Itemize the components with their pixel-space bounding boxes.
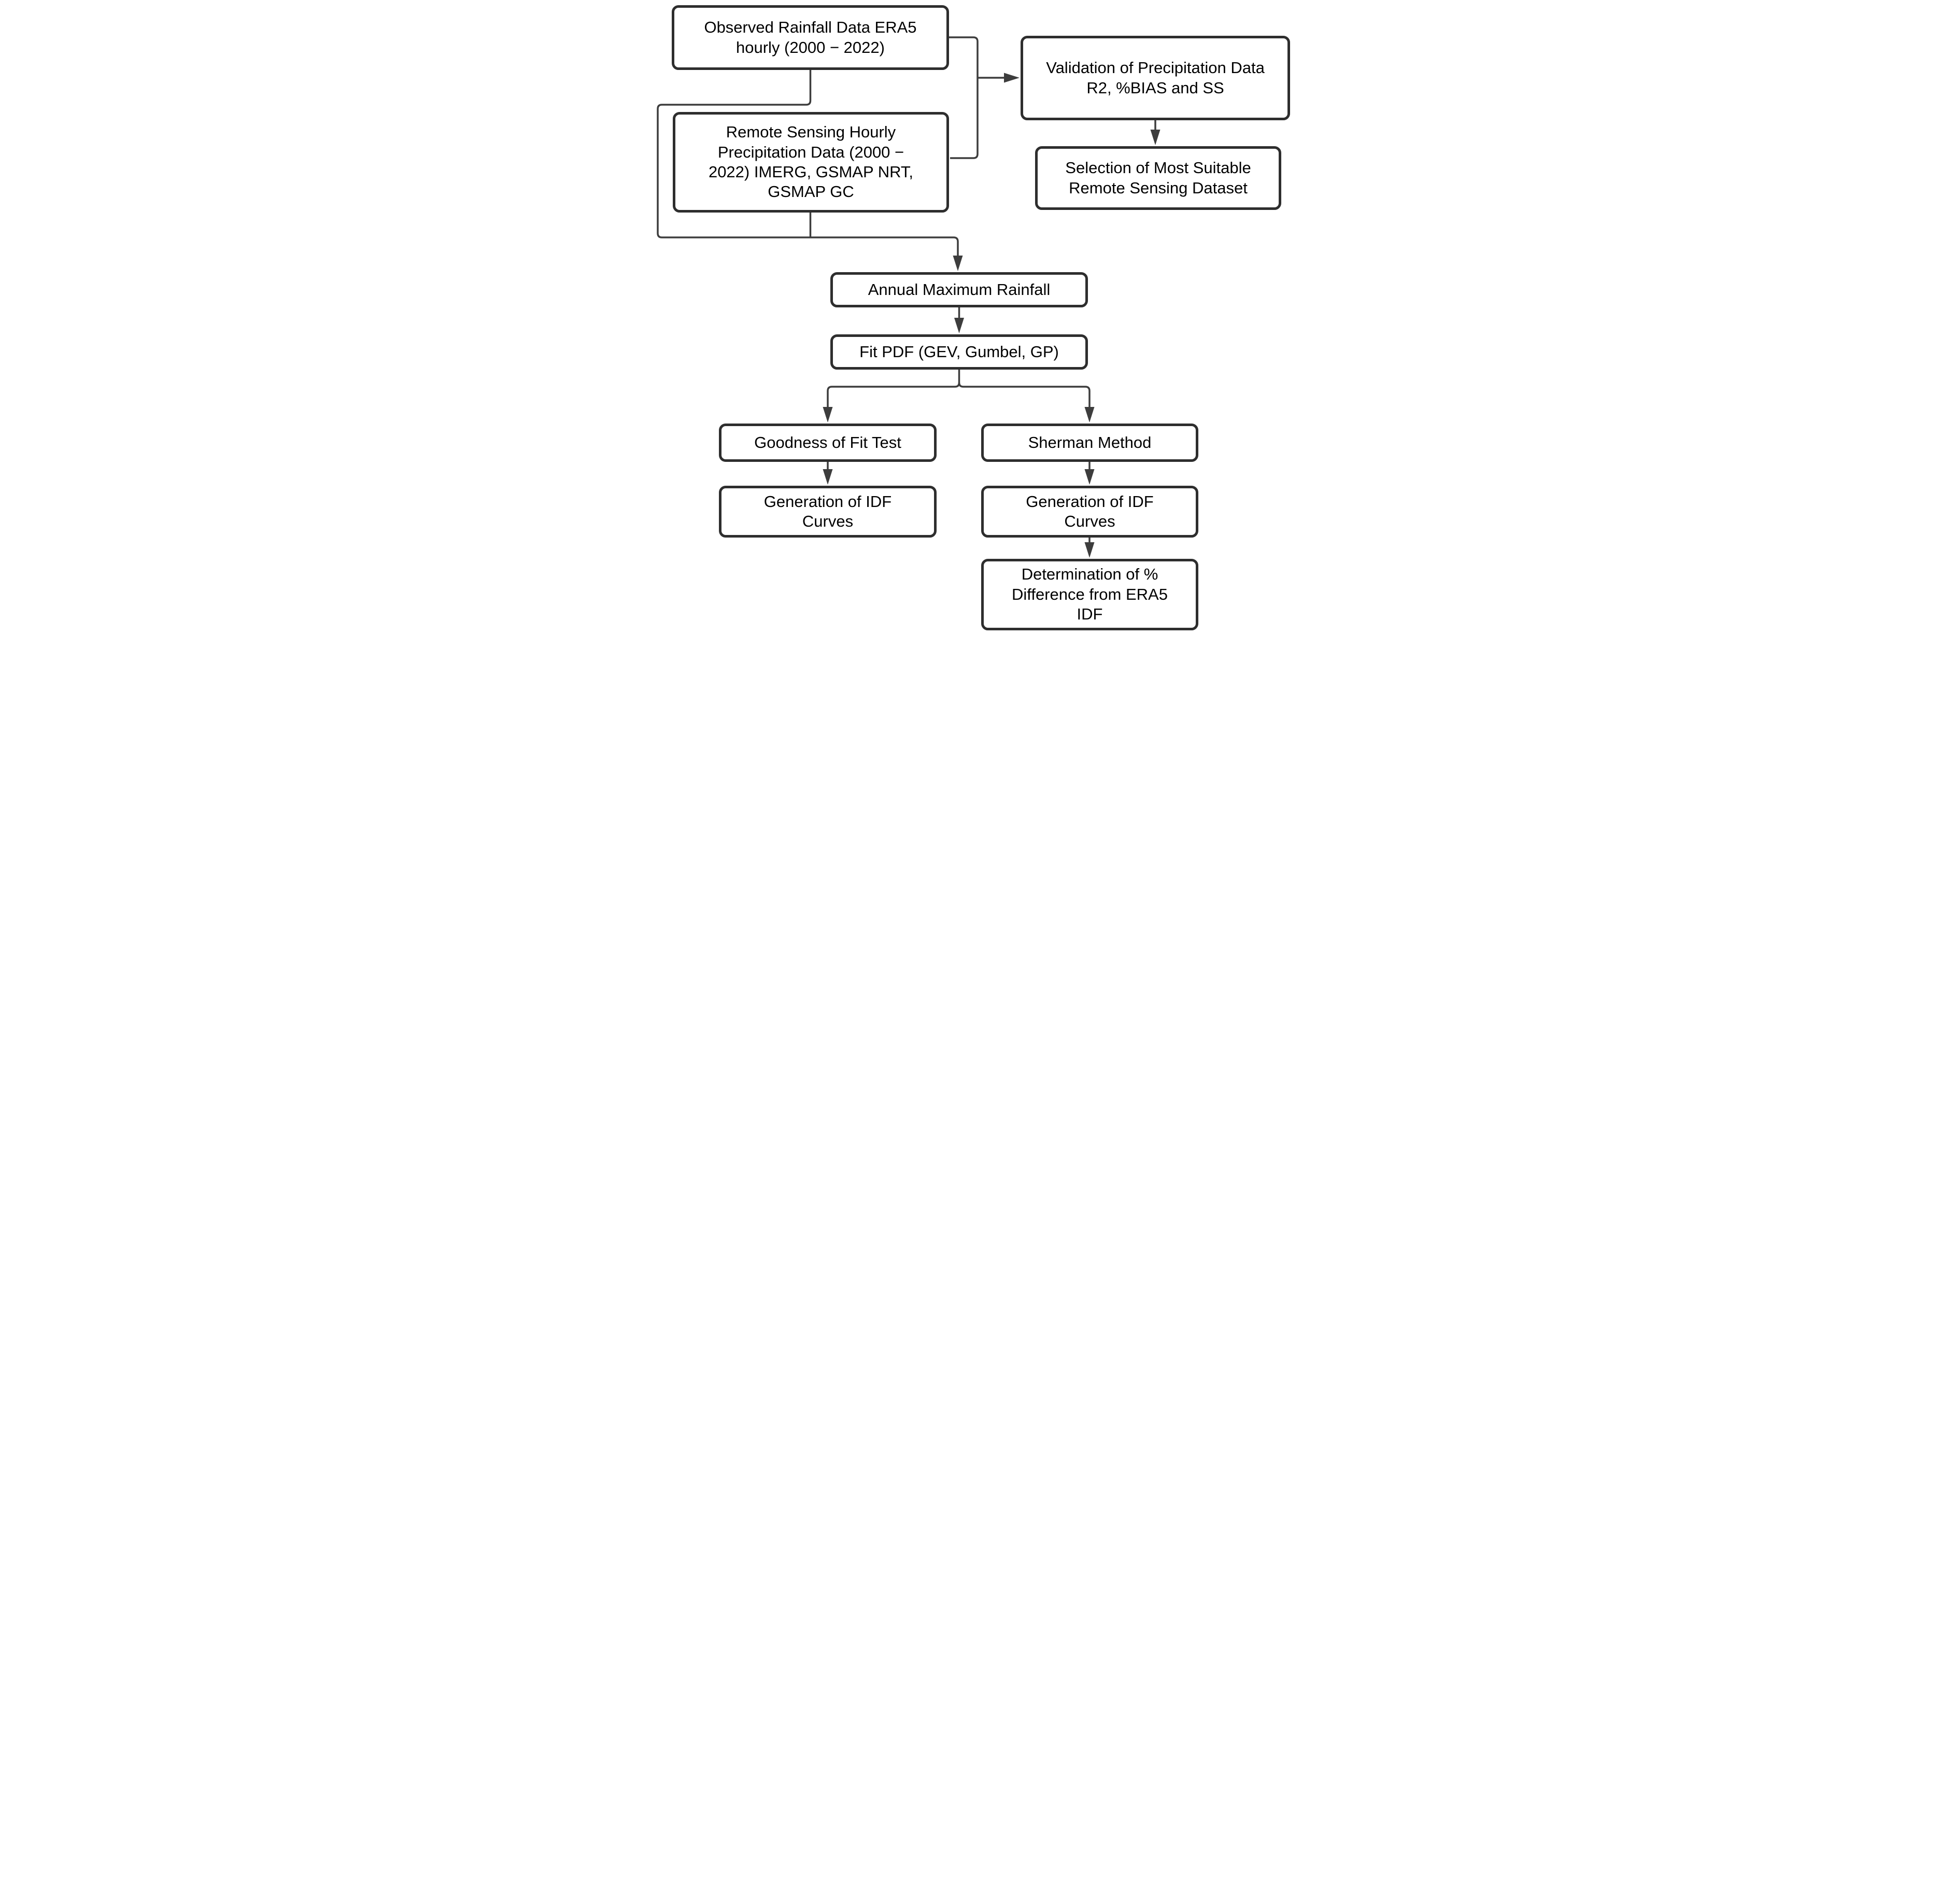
node-remote-sensing-data-label: Remote Sensing Hourly Precipitation Data… <box>708 123 914 201</box>
flowchart: Observed Rainfall Data ERA5 hourly (2000… <box>651 0 1302 634</box>
node-remote-sensing-data: Remote Sensing Hourly Precipitation Data… <box>673 112 949 213</box>
node-sherman-method: Sherman Method <box>981 424 1198 462</box>
node-annual-maximum-rainfall-label: Annual Maximum Rainfall <box>868 280 1051 299</box>
node-determination-percent-difference-label: Determination of % Difference from ERA5 … <box>1012 565 1168 624</box>
edge-observed-remote-trunk <box>949 36 979 159</box>
node-validation-precipitation: Validation of Precipitation Data R2, %BI… <box>1021 36 1290 120</box>
node-annual-maximum-rainfall: Annual Maximum Rainfall <box>830 272 1088 307</box>
node-generation-idf-curves-left-label: Generation of IDF Curves <box>763 492 892 530</box>
edge-fitpdf-sherman <box>958 382 1091 408</box>
node-goodness-of-fit-test-label: Goodness of Fit Test <box>754 433 901 452</box>
node-sherman-method-label: Sherman Method <box>1028 433 1152 452</box>
arrowhead-annual <box>953 256 963 271</box>
node-generation-idf-curves-right-label: Generation of IDF Curves <box>1026 492 1154 530</box>
node-selection-dataset: Selection of Most Suitable Remote Sensin… <box>1035 146 1281 210</box>
node-goodness-of-fit-test: Goodness of Fit Test <box>719 424 937 462</box>
arrowhead-determination <box>1084 542 1095 558</box>
node-generation-idf-curves-left: Generation of IDF Curves <box>719 486 937 538</box>
connector-lines <box>657 36 1161 558</box>
arrowhead-selection <box>1150 130 1161 145</box>
node-fit-pdf-label: Fit PDF (GEV, Gumbel, GP) <box>859 342 1059 361</box>
arrowhead-idf-left <box>823 469 833 485</box>
arrowhead-goodness <box>823 407 833 422</box>
arrowhead-sherman <box>1084 407 1095 422</box>
node-observed-rainfall-era5: Observed Rainfall Data ERA5 hourly (2000… <box>672 5 949 70</box>
node-validation-precipitation-label: Validation of Precipitation Data R2, %BI… <box>1046 59 1265 97</box>
arrowhead-fitpdf <box>954 318 964 333</box>
node-generation-idf-curves-right: Generation of IDF Curves <box>981 486 1198 538</box>
node-fit-pdf: Fit PDF (GEV, Gumbel, GP) <box>830 334 1088 370</box>
edge-observed-annual <box>657 70 959 257</box>
edge-fitpdf-goodness <box>827 370 960 408</box>
arrowhead-idf-right <box>1084 469 1095 485</box>
node-observed-rainfall-era5-label: Observed Rainfall Data ERA5 hourly (2000… <box>704 18 917 57</box>
node-determination-percent-difference: Determination of % Difference from ERA5 … <box>981 559 1198 630</box>
node-selection-dataset-label: Selection of Most Suitable Remote Sensin… <box>1065 159 1251 197</box>
arrowhead-validation <box>1004 73 1020 83</box>
